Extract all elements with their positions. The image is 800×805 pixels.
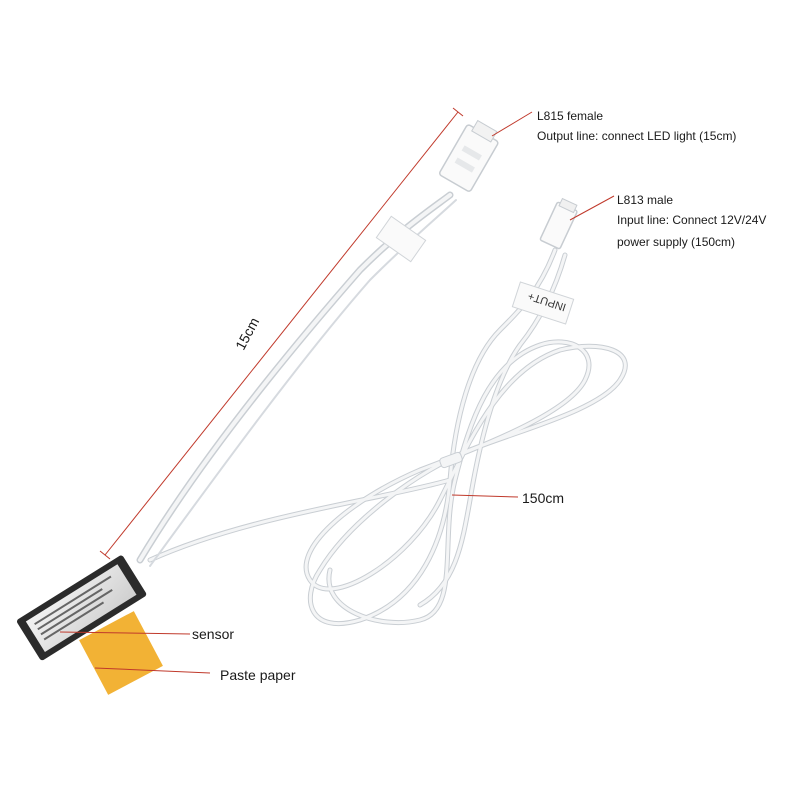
output-cable xyxy=(136,191,457,567)
male-desc-line2: power supply (150cm) xyxy=(617,235,736,249)
dimension-line xyxy=(99,107,464,560)
paste-paper-label: Paste paper xyxy=(220,667,296,683)
long-cable-label: 150cm xyxy=(522,490,565,506)
sensor-label: sensor xyxy=(192,626,235,642)
female-connector xyxy=(439,119,499,192)
input-tag: INPUT+ xyxy=(511,281,575,325)
female-desc: Output line: connect LED light (15cm) xyxy=(537,129,737,143)
sensor-module xyxy=(17,555,147,661)
leader-lines xyxy=(59,111,615,674)
short-cable-tag xyxy=(375,215,427,263)
male-connector xyxy=(539,197,578,250)
male-title: L813 male xyxy=(617,193,674,207)
female-title: L815 female xyxy=(537,109,604,123)
paste-paper xyxy=(79,611,163,695)
male-desc-line1: Input line: Connect 12V/24V xyxy=(617,213,767,227)
